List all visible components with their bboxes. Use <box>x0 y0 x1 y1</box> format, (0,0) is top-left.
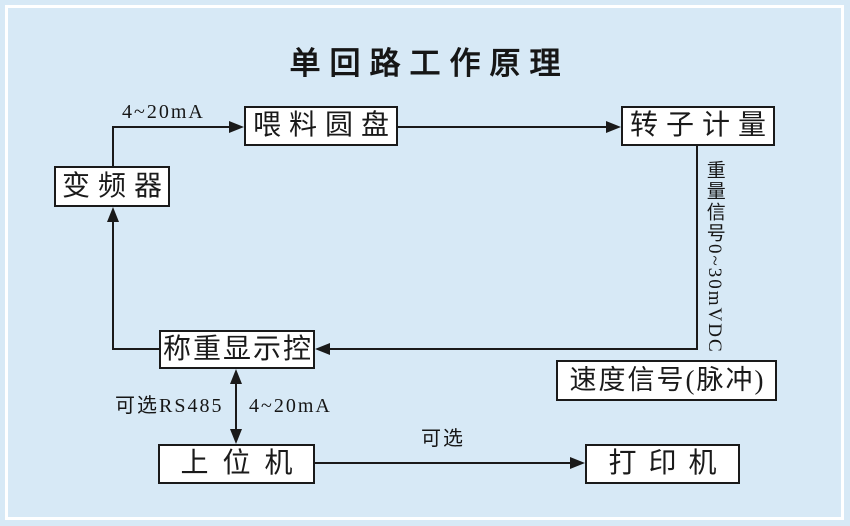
connector-weigher-left-segment <box>113 348 159 350</box>
page-title: 单回路工作原理 <box>289 46 570 81</box>
label-weigher-host-current: 4~20mA <box>249 395 332 417</box>
node-weighing-display-controller: 称重显示控 <box>159 330 315 369</box>
arrow-up-icon <box>230 369 242 384</box>
node-speed-signal-pulse: 速度信号(脉冲) <box>556 360 777 401</box>
arrow-right-icon <box>229 121 244 133</box>
connector-feeder-rotor-segment <box>398 126 606 128</box>
node-weighing-display-controller-label: 称重显示控 <box>163 333 314 365</box>
node-rotor-metering-label: 转子计量 <box>630 110 775 141</box>
node-feeding-disc: 喂料圆盘 <box>244 106 398 146</box>
arrow-left-icon <box>315 343 330 355</box>
node-speed-signal-pulse-label: 速度信号(脉冲) <box>569 365 766 395</box>
connector-rotor-weigher-segment <box>330 348 698 350</box>
connector-weigher-host-segment <box>235 382 237 430</box>
node-host-computer-label: 上位机 <box>180 448 307 479</box>
label-weight-signal: 重量信号0~30mVDC <box>703 160 725 354</box>
connector-left-up-segment <box>112 221 114 350</box>
label-printer-option: 可选 <box>421 428 465 450</box>
label-rs485-option: 可选RS485 <box>115 395 224 417</box>
arrow-right-icon <box>570 457 585 469</box>
connector-inverter-up-segment <box>112 126 114 167</box>
node-frequency-inverter-label: 变频器 <box>62 170 171 202</box>
arrow-right-icon <box>606 121 621 133</box>
node-rotor-metering: 转子计量 <box>621 106 775 146</box>
connector-inverter-feeder-segment <box>112 126 230 128</box>
arrow-down-icon <box>230 429 242 444</box>
node-host-computer: 上位机 <box>158 444 315 484</box>
node-printer-label: 打印机 <box>608 448 729 479</box>
arrow-up-icon <box>107 207 119 222</box>
connector-rotor-down-segment <box>696 146 698 350</box>
connector-host-printer-segment <box>315 462 571 464</box>
node-printer: 打印机 <box>585 444 740 484</box>
node-frequency-inverter: 变频器 <box>54 166 170 207</box>
node-feeding-disc-label: 喂料圆盘 <box>253 110 398 141</box>
label-inverter-feeder-current: 4~20mA <box>122 101 205 123</box>
